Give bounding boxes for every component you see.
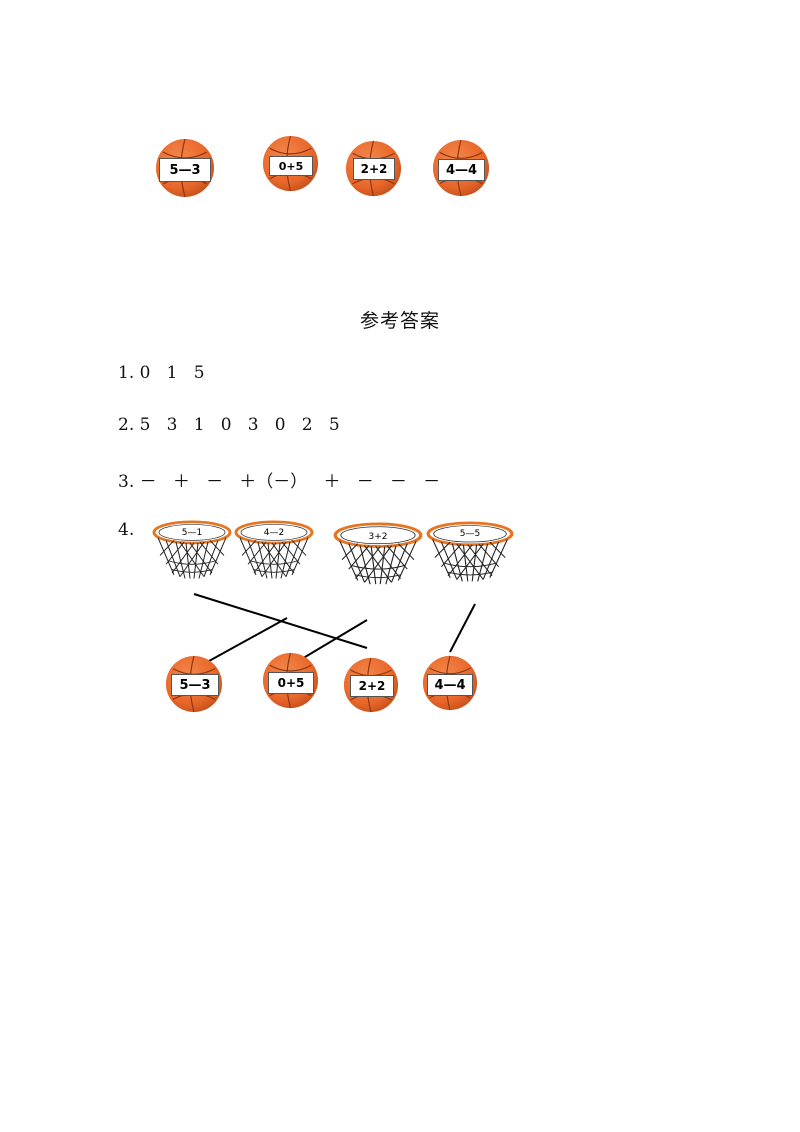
answer-line-2: 2. 5 3 1 0 3 0 2 5 bbox=[118, 415, 340, 435]
bottom-ball-1[interactable]: 5—3 bbox=[165, 655, 223, 713]
answer-text: 0 1 5 bbox=[139, 363, 205, 383]
hoop-label: 3+2 bbox=[368, 532, 388, 542]
answer-number: 1. bbox=[118, 363, 135, 383]
top-ball-1[interactable]: 5—3 bbox=[155, 138, 215, 198]
answer-line-3: 3. － ＋ － ＋（－） ＋ － － － bbox=[118, 467, 440, 492]
hoop-label: 4—2 bbox=[263, 528, 285, 538]
bottom-ball-3[interactable]: 2+2 bbox=[343, 657, 399, 713]
hoop-4[interactable]: 5—5 bbox=[426, 521, 514, 585]
bottom-ball-2[interactable]: 0+5 bbox=[262, 652, 319, 709]
ball-label: 2+2 bbox=[353, 158, 395, 180]
match-line bbox=[449, 603, 476, 653]
answer-text: 5 3 1 0 3 0 2 5 bbox=[139, 415, 340, 435]
answer-number: 3. bbox=[118, 472, 135, 492]
answer-number: 2. bbox=[118, 415, 135, 435]
hoop-3[interactable]: 3+2 bbox=[333, 522, 423, 588]
ball-label: 0+5 bbox=[268, 672, 314, 694]
hoop-1[interactable]: 5—1 bbox=[152, 520, 232, 582]
top-ball-3[interactable]: 2+2 bbox=[345, 140, 402, 197]
ball-label: 5—3 bbox=[159, 158, 211, 182]
hoop-label: 5—5 bbox=[459, 529, 481, 539]
answer-number: 4. bbox=[118, 520, 135, 540]
hoop-label: 5—1 bbox=[181, 528, 203, 538]
answer-line-1: 1. 0 1 5 bbox=[118, 363, 205, 383]
ball-label: 0+5 bbox=[269, 156, 313, 176]
bottom-ball-4[interactable]: 4—4 bbox=[422, 655, 478, 711]
ball-label: 4—4 bbox=[427, 674, 473, 696]
answer-text: － ＋ － ＋（－） ＋ － － － bbox=[139, 472, 441, 492]
answer-line-4: 4. bbox=[118, 520, 134, 540]
answer-key-title: 参考答案 bbox=[359, 310, 440, 332]
hoop-2[interactable]: 4—2 bbox=[234, 520, 314, 582]
top-ball-2[interactable]: 0+5 bbox=[262, 135, 319, 192]
ball-label: 2+2 bbox=[350, 675, 394, 697]
ball-label: 5—3 bbox=[171, 674, 219, 696]
match-line bbox=[199, 617, 288, 667]
ball-label: 4—4 bbox=[438, 159, 485, 181]
top-ball-4[interactable]: 4—4 bbox=[432, 139, 490, 197]
